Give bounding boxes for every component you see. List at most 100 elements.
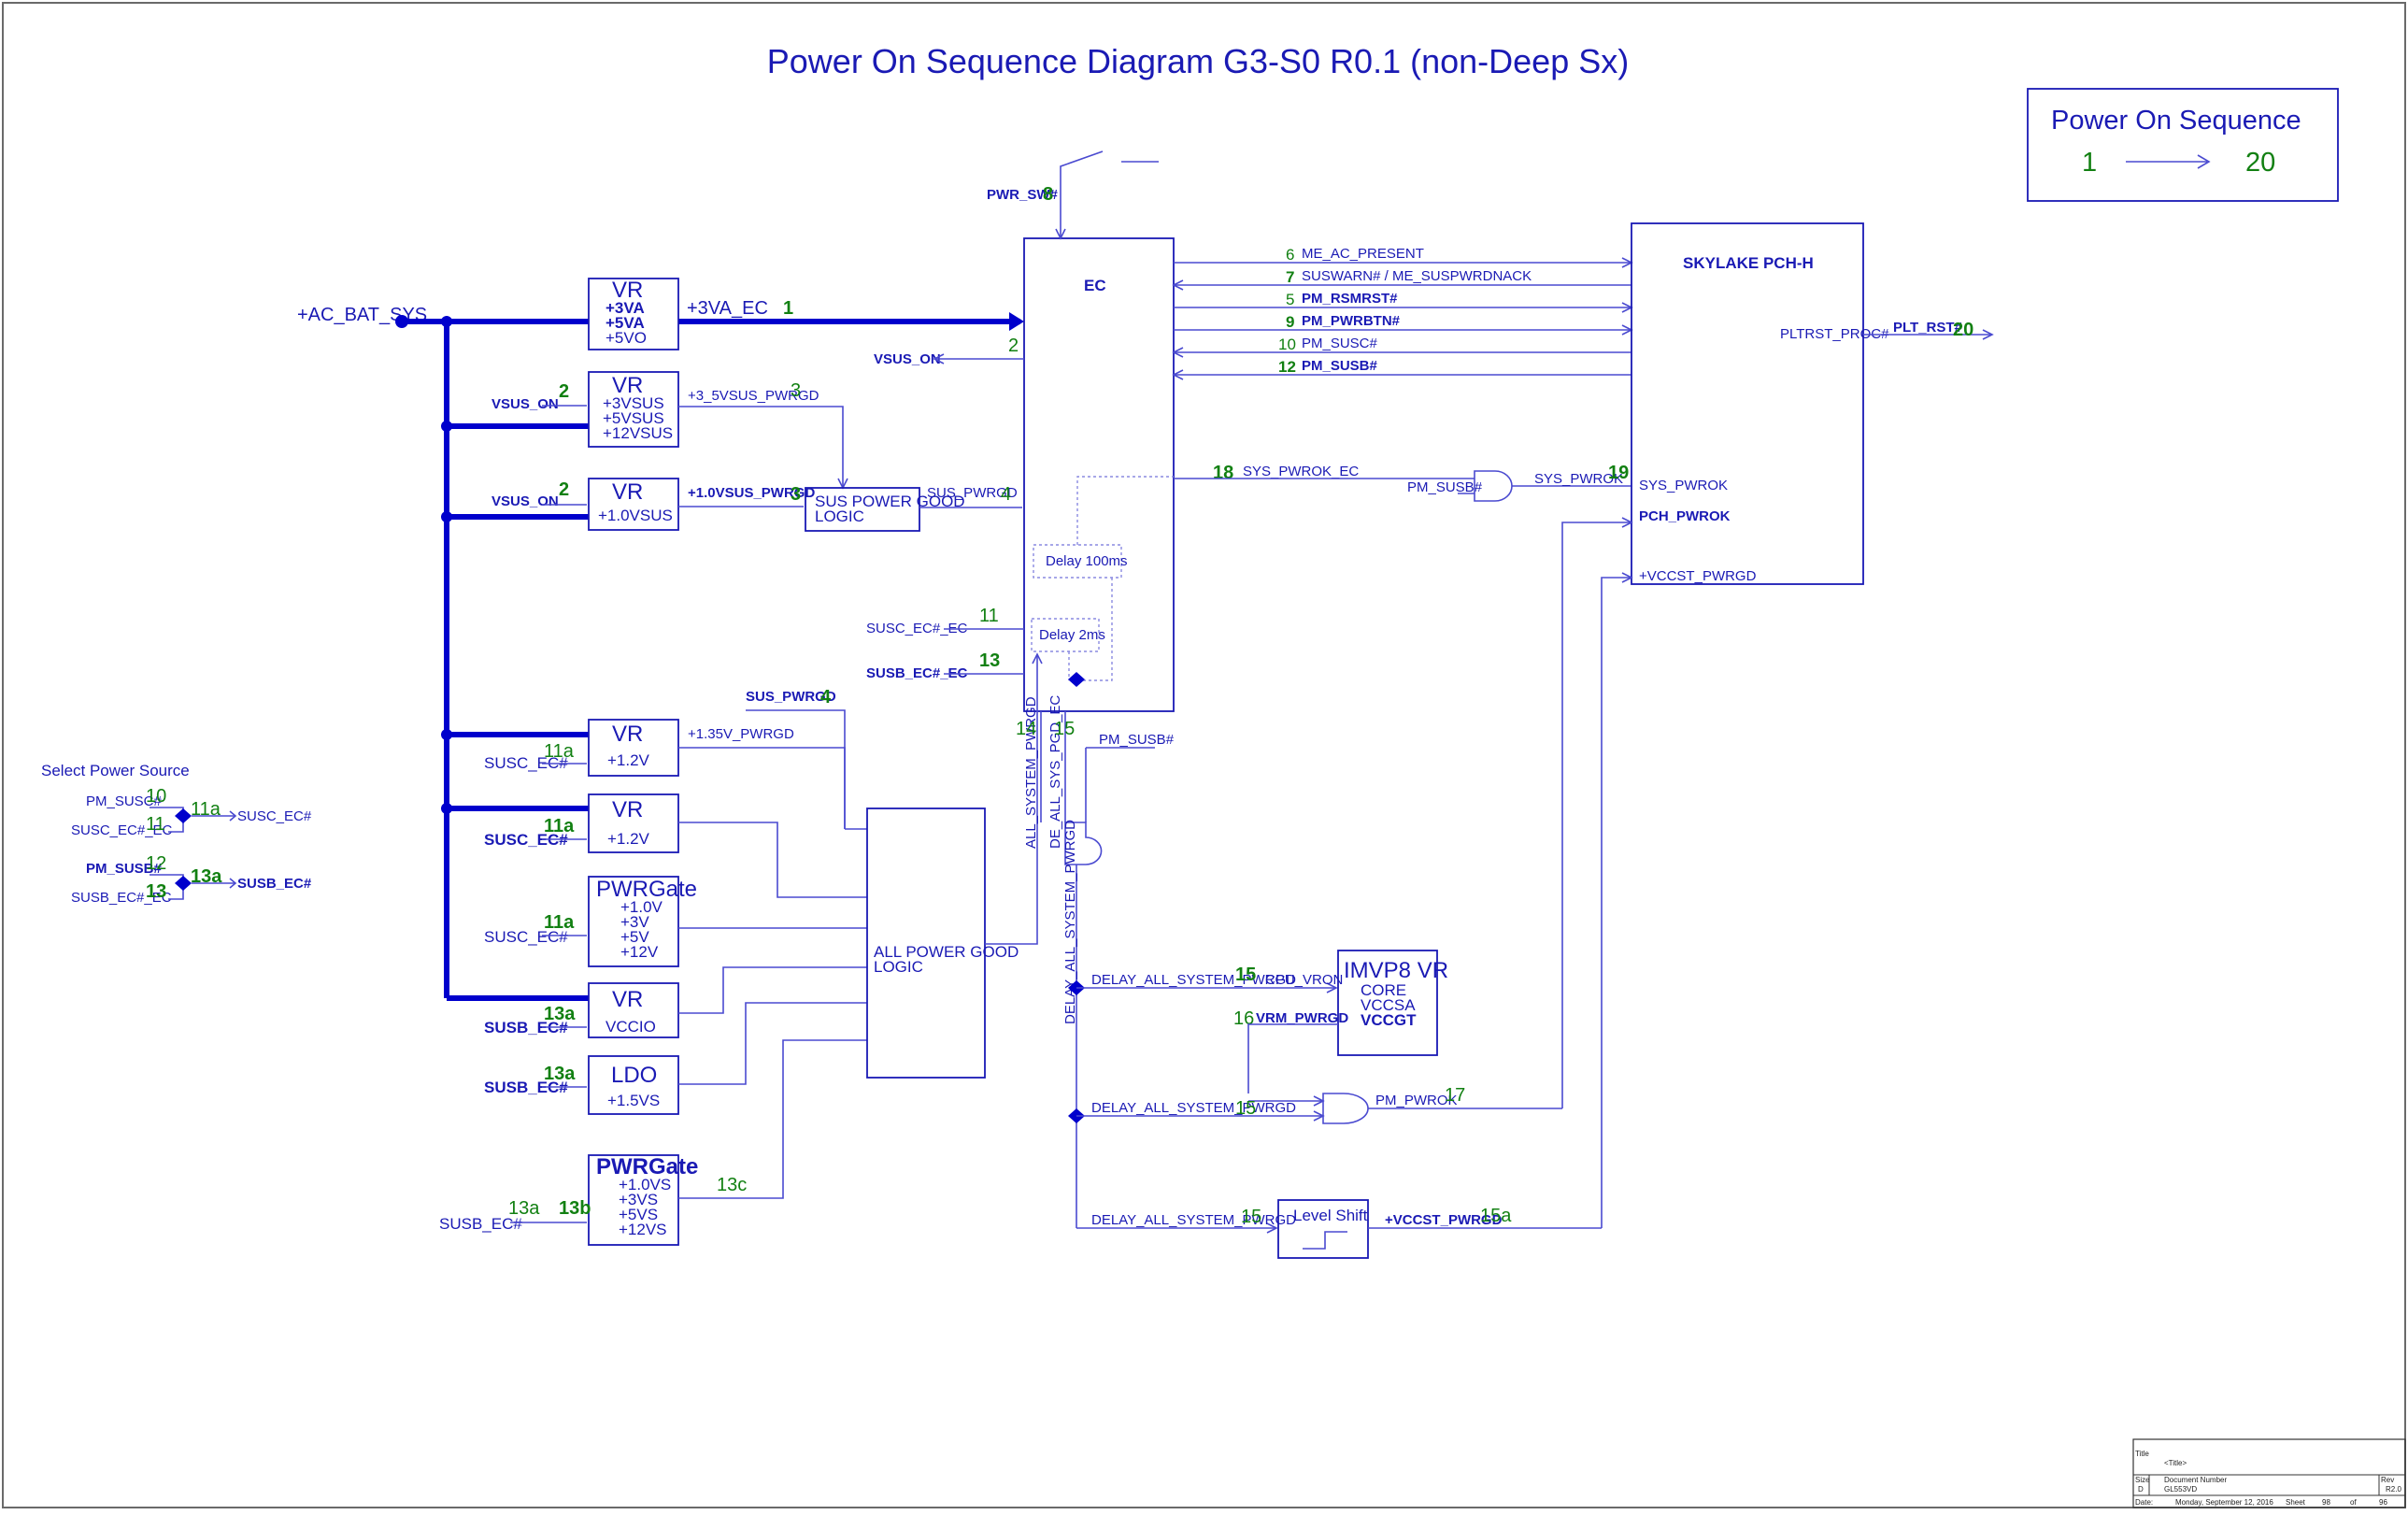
vr-text: VR (612, 797, 643, 822)
imvp-3-text: VCCSA (1361, 996, 1416, 1014)
level-shift-block: DELAY_ALL_SYSTEM_PWRGD 15 Level Shift +V… (1076, 572, 1633, 1259)
pg2-b-text: +3VS (619, 1191, 658, 1208)
legend: Power On Sequence 1 20 (2027, 88, 2339, 202)
s18-text: 18 (1213, 463, 1233, 483)
all-power-good-logic: ALL POWER GOOD LOGIC SUS_PWRGD 4 ALL_SYS… (746, 652, 1075, 1079)
pch-block: SKYLAKE PCH-H SYS_PWROK PCH_PWROK +VCCST… (1631, 222, 1994, 585)
sys-pwrok-pin-text: SYS_PWROK (1639, 478, 1728, 493)
tb-size-lbl-text: Size (2135, 1476, 2150, 1484)
all-system-pwrgd-text: ALL_SYSTEM_PWRGD (1023, 696, 1039, 849)
susb-ec-text: SUSB_EC# (484, 1019, 568, 1036)
sel11a-text: 11a (191, 799, 221, 820)
tb-rev-lbl-text: Rev (2381, 1476, 2394, 1484)
s19-text: 19 (1608, 463, 1629, 483)
s11a-2-text: 11a (544, 816, 575, 836)
s15c-text: 15 (1235, 1098, 1256, 1119)
pwr-sw-text: PWR_SW# (987, 187, 1059, 203)
delay-2-text: Delay 2ms (1039, 627, 1105, 643)
pm-susb-sel-text: PM_SUSB# (86, 861, 163, 877)
vsus-on-ec-text: VSUS_ON (874, 351, 941, 367)
s13a-2-text: 13a (544, 1064, 576, 1084)
susc-ec-text: SUSC_EC# (484, 831, 568, 849)
susb-ec-ec2-text: SUSB_EC#_EC (71, 890, 172, 906)
s17-text: 17 (1445, 1085, 1465, 1106)
pch-pwrok-text: PCH_PWROK (1639, 508, 1731, 524)
s11a-3-text: 11a (544, 912, 575, 933)
sel10-text: 10 (146, 786, 166, 807)
tb-of-text: of (2350, 1498, 2357, 1507)
vccst-pwrgd-text: +VCCST_PWRGD (1385, 1212, 1503, 1228)
vr1-c-text: +5VO (606, 329, 647, 347)
sys-pwrok-and-gate: PM_SUSB# SYS_PWROK 19 (1407, 463, 1631, 502)
v12-text: +1.2V (607, 830, 650, 848)
s15b-text: 15 (1235, 965, 1256, 985)
s13b-text: 13b (559, 1198, 591, 1219)
sus-pwrgd-in-text: SUS_PWRGD (746, 689, 836, 705)
vsus-on-text: VSUS_ON (492, 396, 559, 412)
s2c-text: 2 (1008, 336, 1019, 356)
pwrgate-susc-block: PWRGate +1.0V +3V +5V +12V SUSC_EC# 11a (484, 876, 867, 967)
vr-susc-2-block: VR +1.2V SUSC_EC# 11a (484, 793, 867, 898)
vr2-c-text: +12VSUS (603, 424, 673, 442)
pm-susb-text: PM_SUSB# (1407, 479, 1483, 495)
pg2-a-text: +1.0VS (619, 1176, 671, 1193)
sel13a-text: 13a (191, 866, 222, 887)
pwrgate-susb-block: PWRGate +1.0VS +3VS +5VS +12VS SUSB_EC# … (439, 1039, 867, 1246)
v12-text: +1.2V (607, 751, 650, 769)
pwrgd-135-text: +1.35V_PWRGD (688, 726, 794, 742)
s12-text: 12 (1278, 358, 1296, 376)
pltrst-proc-text: PLTRST_PROC# (1780, 326, 1889, 342)
s13a-3-text: 13a (508, 1198, 540, 1219)
vr-text: VR (612, 373, 643, 398)
susc-ec-out-text: SUSC_EC# (237, 808, 312, 824)
s15d-text: 15 (1241, 1207, 1261, 1227)
pm-susc-text: PM_SUSC# (1302, 336, 1378, 351)
ac-bat-sys-bus: +AC_BAT_SYS (297, 305, 1024, 1001)
sys-pwrok-ec-text: SYS_PWROK_EC (1243, 464, 1359, 479)
pg1-b-text: +3V (620, 913, 649, 931)
susb-ec-text: SUSB_EC# (484, 1079, 568, 1096)
sus-pwrgd-text: SUS_PWRGD (927, 485, 1018, 501)
legend-from: 1 (2082, 148, 2097, 178)
pwrgd-10-text: +1.0VSUS_PWRGD (688, 485, 815, 501)
s15a-text: 15 (1054, 719, 1075, 739)
vsus-on-text: VSUS_ON (492, 493, 559, 509)
suswarn-text: SUSWARN# / ME_SUSPWRDNACK (1302, 268, 1532, 284)
diagram-title: Power On Sequence Diagram G3-S0 R0.1 (no… (767, 42, 1629, 80)
tb-doc-text: GL553VD (2164, 1485, 2197, 1494)
tb-rev-text: R2.0 (2386, 1485, 2401, 1494)
s4b-text: 4 (820, 687, 832, 707)
tb-date-lbl-text: Date: (2135, 1498, 2153, 1507)
delay-all-3-text: DELAY_ALL_SYSTEM_PWRGD (1091, 1212, 1296, 1228)
power-switch: PWR_SW# 8 (987, 150, 1159, 240)
pm-pwrbtn-text: PM_PWRBTN# (1302, 313, 1401, 329)
tb-title-lbl-text: Title (2135, 1450, 2149, 1458)
vr3-a-text: +1.0VSUS (598, 507, 673, 524)
de-all-sys-text: DE_ALL_SYS_PGD_EC (1047, 695, 1063, 849)
vr2-b-text: +5VSUS (603, 409, 664, 427)
vr2-a-text: +3VSUS (603, 394, 664, 412)
vr-text: VR (612, 278, 643, 303)
susc-ec-ec-text: SUSC_EC#_EC (866, 621, 968, 636)
vrm-pwrgd-text: VRM_PWRGD (1256, 1010, 1348, 1026)
s7-text: 7 (1286, 268, 1294, 286)
tb-title-text: <Title> (2164, 1459, 2187, 1467)
s10-text: 10 (1278, 336, 1296, 353)
imvp-4-text: VCCGT (1361, 1011, 1417, 1029)
s16-text: 16 (1233, 1008, 1254, 1029)
s5-text: 5 (1286, 291, 1294, 308)
pg2-c-text: +5VS (619, 1206, 658, 1223)
delay-all-2-text: DELAY_ALL_SYSTEM_PWRGD (1091, 1100, 1296, 1116)
ec-text: EC (1084, 277, 1106, 294)
sys-pwrok-text: SYS_PWROK (1534, 471, 1623, 487)
sus-power-good-logic: SUS POWER GOOD LOGIC SUS_PWRGD 4 (805, 484, 1022, 532)
pg1-a-text: +1.0V (620, 898, 663, 916)
s11-text: 11 (979, 606, 999, 626)
ac-bat-sys-label: +AC_BAT_SYS (297, 305, 427, 325)
tb-doc-lbl-text: Document Number (2164, 1476, 2227, 1484)
imvp-2-text: CORE (1361, 981, 1406, 999)
all-logic-1-text: ALL POWER GOOD (874, 943, 1019, 961)
pg1-c-text: +5V (620, 928, 649, 946)
susb-ec-out-text: SUSB_EC# (237, 876, 312, 892)
